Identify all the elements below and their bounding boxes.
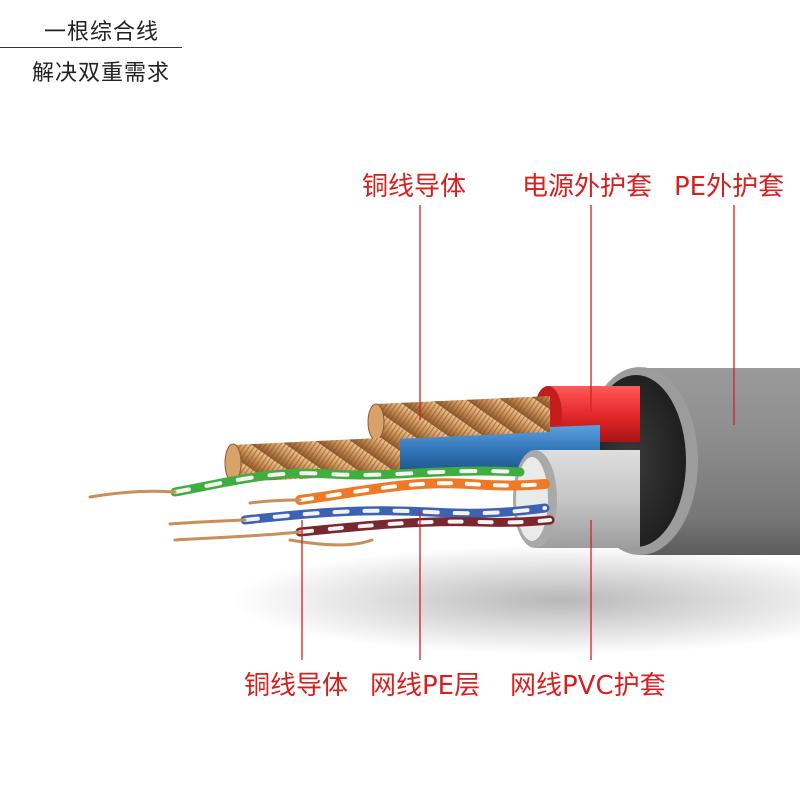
label-network-pvc-sheath: 网线PVC护套	[510, 671, 666, 701]
header-title: 一根综合线	[44, 20, 160, 45]
label-pe-outer-sheath: PE外护套	[674, 172, 785, 202]
header-subtitle: 解决双重需求	[32, 61, 171, 86]
twisted-pair-blue	[168, 503, 550, 526]
header-divider	[0, 47, 182, 48]
twisted-pair-brown	[173, 515, 555, 547]
copper-conductor-upper	[367, 396, 550, 441]
label-copper-conductor-top: 铜线导体	[362, 172, 467, 202]
network-pvc-sheath	[513, 450, 640, 548]
leader-lines	[301, 205, 735, 660]
twisted-pair-green	[88, 466, 525, 499]
label-network-pe-layer: 网线PE层	[370, 671, 481, 701]
twisted-pair-orange	[248, 478, 550, 505]
label-power-sheath: 电源外护套	[522, 172, 653, 202]
cable-shadow	[230, 545, 800, 655]
label-copper-conductor-bottom: 铜线导体	[244, 671, 349, 701]
